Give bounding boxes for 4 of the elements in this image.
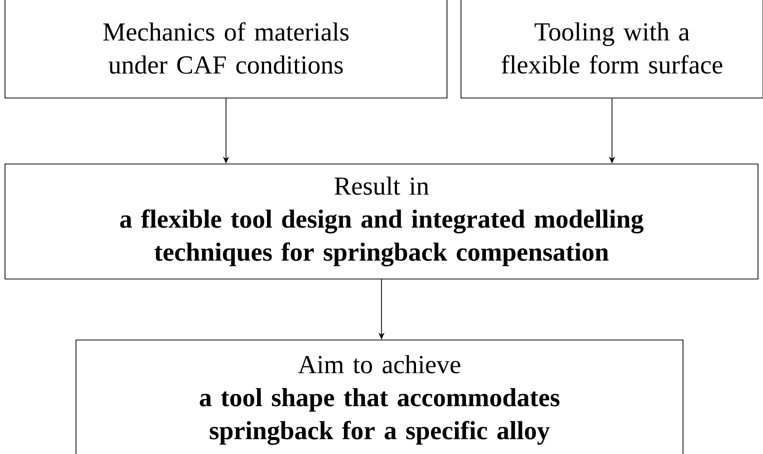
- process-box: Mechanics of materials under CAF conditions: [4, 0, 448, 98]
- process-box: Aim to achieve a tool shape that accommodates springback for a specific alloy: [76, 340, 684, 454]
- process-box: Result in a flexible tool design and integrated modelling techniques for springback compensation: [4, 164, 758, 280]
- process-box: Tooling with a flexible form surface: [460, 0, 763, 98]
